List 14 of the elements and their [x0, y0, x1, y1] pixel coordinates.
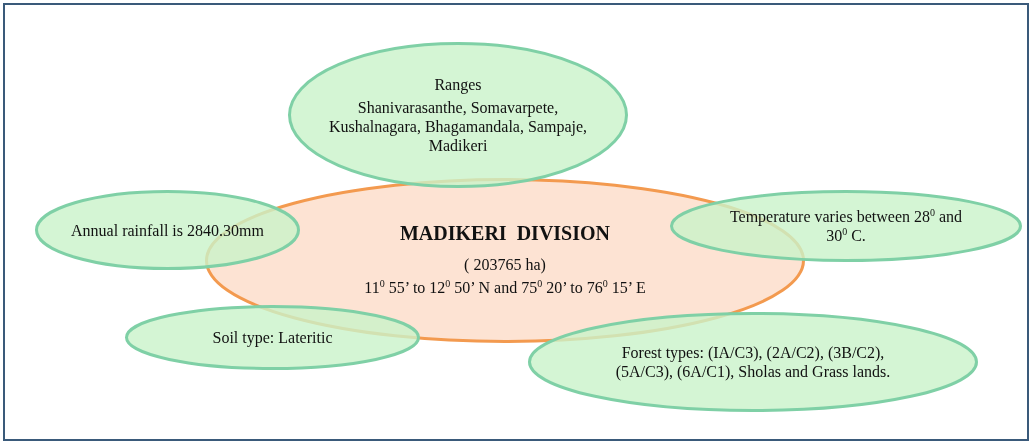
info-text: Soil type: Lateritic	[212, 328, 333, 347]
division-title: MADIKERI DIVISION	[400, 224, 610, 243]
heading-text: Ranges	[434, 75, 482, 94]
info-ellipse	[528, 312, 978, 412]
area-text: ( 203765 ha)	[464, 255, 546, 274]
info-ellipse	[288, 42, 628, 188]
info-text: Forest types: (IA/C3), (2A/C2), (3B/C2), (5A/C3), (6A/C1), Sholas and Grass lands.	[614, 343, 892, 381]
info-ellipse	[35, 190, 300, 270]
coordinates-text: 11$^{0}$ 55’ to 12$^{0}$ 50’ N and 75$^{0}$ 20’ to 76$^{0}$ 15’ E	[364, 278, 646, 297]
info-text: Temperature varies between 28$^{0}$ and 30$^{0}$ C.	[728, 207, 964, 245]
info-text: Shanivarasanthe, Somavarpete, Kushalnagara, Bhagamandala, Sampaje, Madikeri	[327, 98, 589, 155]
info-text: Annual rainfall is 2840.30mm	[71, 220, 264, 240]
info-ellipse	[670, 190, 1022, 262]
info-ellipse	[125, 305, 420, 370]
